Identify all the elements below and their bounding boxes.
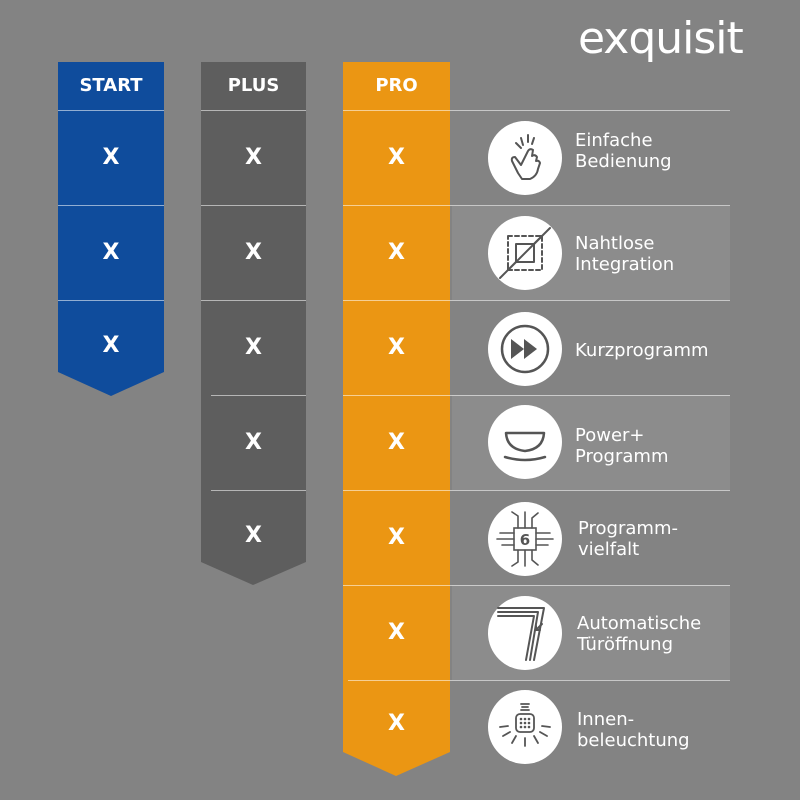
- divider: [201, 300, 306, 301]
- start-mark-3: X: [102, 333, 120, 358]
- integration-icon: [488, 216, 562, 290]
- start-mark-2: X: [102, 240, 120, 265]
- start-mark-1: X: [102, 145, 120, 170]
- plus-mark-3: X: [245, 335, 262, 360]
- divider: [201, 110, 306, 111]
- feature-label-einfache-bedienung: Einfache Bedienung: [575, 130, 672, 172]
- feature-label-automatische-tueroeffnung: Automatische Türöffnung: [577, 613, 702, 655]
- finger-tap-icon: [488, 121, 562, 195]
- feature-label-kurzprogramm: Kurzprogramm: [575, 340, 709, 361]
- column-pro-header: PRO: [375, 75, 418, 96]
- divider: [343, 490, 450, 491]
- divider: [343, 585, 450, 586]
- svg-text:6: 6: [520, 531, 530, 549]
- divider: [450, 300, 730, 301]
- fast-forward-icon: [488, 312, 562, 386]
- column-plus-header: PLUS: [227, 75, 280, 96]
- interior-light-icon: [488, 690, 562, 764]
- plus-mark-4: X: [245, 430, 262, 455]
- divider: [58, 110, 164, 111]
- divider: [201, 205, 306, 206]
- divider: [450, 110, 730, 111]
- plus-mark-1: X: [245, 145, 262, 170]
- column-start: START X X X: [58, 62, 164, 396]
- divider: [450, 585, 730, 586]
- divider: [348, 680, 450, 681]
- divider: [450, 490, 730, 491]
- column-pro-shape: [343, 62, 450, 776]
- plus-mark-5: X: [245, 523, 262, 548]
- column-plus: PLUS X X X X X: [201, 62, 306, 585]
- pro-mark-2: X: [388, 240, 405, 265]
- divider: [343, 395, 450, 396]
- divider: [450, 395, 730, 396]
- divider: [343, 300, 450, 301]
- pro-mark-6: X: [388, 620, 405, 645]
- plus-mark-2: X: [245, 240, 262, 265]
- column-plus-shape: [201, 62, 306, 585]
- pro-mark-1: X: [388, 145, 405, 170]
- pro-mark-4: X: [388, 430, 405, 455]
- chip-6-icon: 6: [488, 502, 562, 576]
- feature-label-nahtlose-integration: Nahtlose Integration: [575, 233, 675, 275]
- pro-mark-5: X: [388, 525, 405, 550]
- pro-mark-7: X: [388, 711, 405, 736]
- divider: [450, 205, 730, 206]
- column-start-shape: [58, 62, 164, 396]
- divider: [450, 680, 730, 681]
- feature-label-innenbeleuchtung: Innen- beleuchtung: [577, 709, 690, 751]
- bowl-icon: [488, 405, 562, 479]
- divider: [211, 395, 306, 396]
- column-start-header: START: [79, 75, 143, 96]
- divider: [58, 300, 164, 301]
- door-open-icon: [488, 596, 562, 670]
- divider: [211, 490, 306, 491]
- divider: [343, 205, 450, 206]
- feature-label-power-programm: Power+ Programm: [575, 425, 669, 467]
- divider: [343, 110, 450, 111]
- feature-label-programmvielfalt: Programm- vielfalt: [578, 518, 678, 560]
- divider: [58, 205, 164, 206]
- pro-mark-3: X: [388, 335, 405, 360]
- column-pro: PRO X X X X X X X: [343, 62, 450, 776]
- brand-logo: exquisit: [578, 13, 744, 64]
